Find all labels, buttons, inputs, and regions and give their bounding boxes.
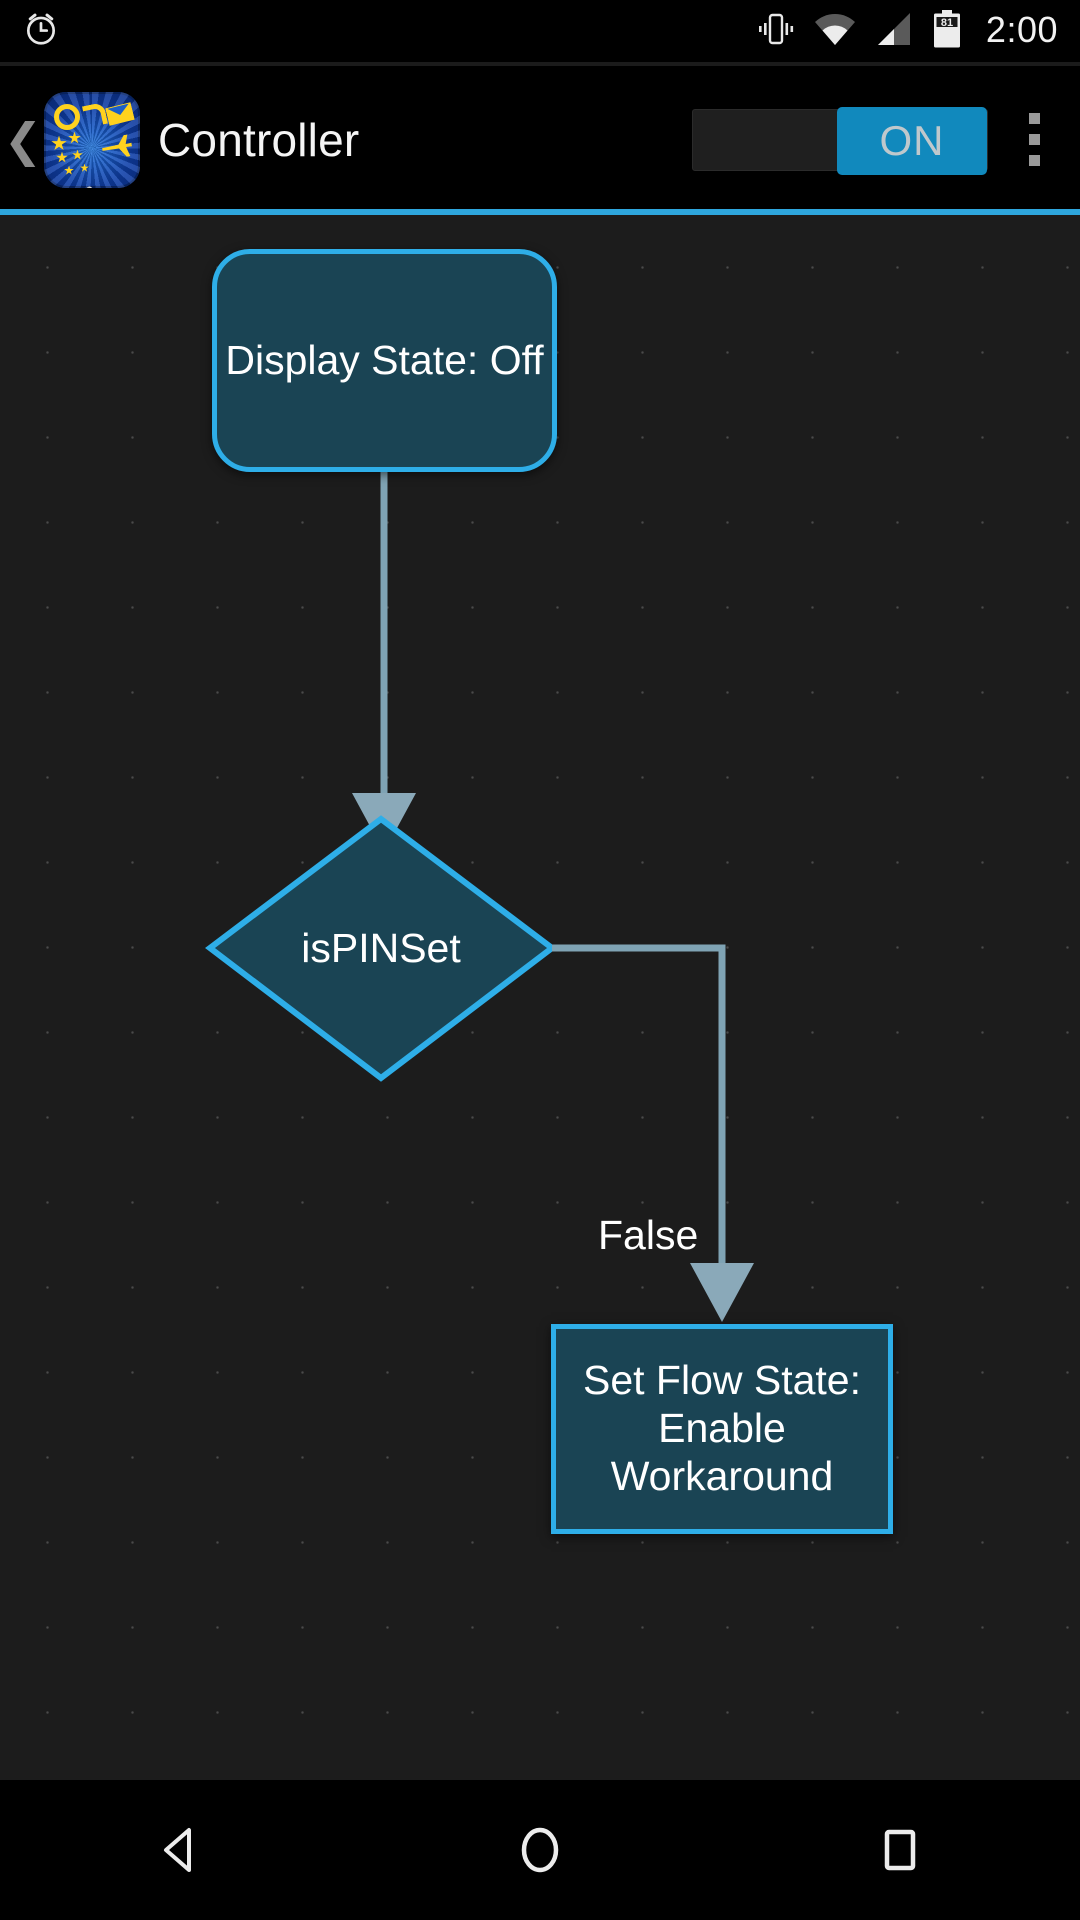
flow-diagram-canvas[interactable]: Display State: Off isPINSet False Set Fl… [0,215,1080,1780]
status-bar-clock: 2:00 [985,9,1058,50]
flow-node-display-state[interactable]: Display State: Off [212,249,557,472]
cell-signal-icon [874,11,914,52]
edge-display-to-ispinset[interactable] [352,472,416,852]
status-bar: 81 2:00 [0,0,1080,62]
status-bar-divider [0,62,1080,66]
back-chevron-icon[interactable]: ❮ [3,113,43,166]
overflow-dot [1028,155,1040,166]
flow-connectors [205,472,754,1322]
overflow-menu-icon[interactable] [988,66,1080,213]
star-icon [68,131,81,144]
status-bar-right: 81 2:00 [756,9,1080,53]
overflow-dot [1028,113,1040,124]
ispinset-diamond-shape[interactable] [205,815,557,1082]
flow-node-set-flow-state[interactable]: Set Flow State: Enable Workaround [551,1324,893,1534]
flow-node-ispinset[interactable]: isPINSet [210,819,552,1078]
action-bar: ❮ Controller ON [0,66,1080,213]
flow-node-label-line: Set Flow State: [582,1357,861,1404]
battery-level-text: 81 [941,17,953,29]
nav-back-icon[interactable] [90,1780,270,1920]
edge-label-false: False [598,1212,699,1258]
overflow-dot [1028,134,1040,145]
nav-home-icon[interactable] [450,1780,630,1920]
battery-icon: 81 [931,9,963,53]
flow-node-label: isPINSet [301,924,461,971]
flow-node-label: Set Flow State: Enable Workaround [583,1357,861,1501]
star-icon [64,165,74,175]
toggle-thumb[interactable]: ON [837,106,987,175]
android-navigation-bar [0,1780,1080,1920]
star-icon [80,163,89,172]
edge-ispinset-false-to-setflow[interactable] [552,944,754,1322]
action-bar-accent-rule [0,209,1080,215]
toggle-label: ON [879,116,945,164]
status-bar-left [0,10,60,53]
flow-node-label-line: Enable [658,1405,786,1452]
vibrate-icon [756,11,796,52]
star-icon [56,151,68,163]
flow-node-label-line: Workaround [610,1452,834,1499]
alarm-clock-icon [22,10,60,53]
nav-recents-icon[interactable] [810,1780,990,1920]
flow-node-label: Display State: Off [225,336,544,383]
flow-enable-toggle[interactable]: ON [692,106,988,175]
automagic-app-icon[interactable] [44,91,140,188]
wifi-icon [813,11,857,52]
star-icon [72,149,83,160]
page-title: Controller [158,113,360,166]
gear-icon [54,103,80,130]
